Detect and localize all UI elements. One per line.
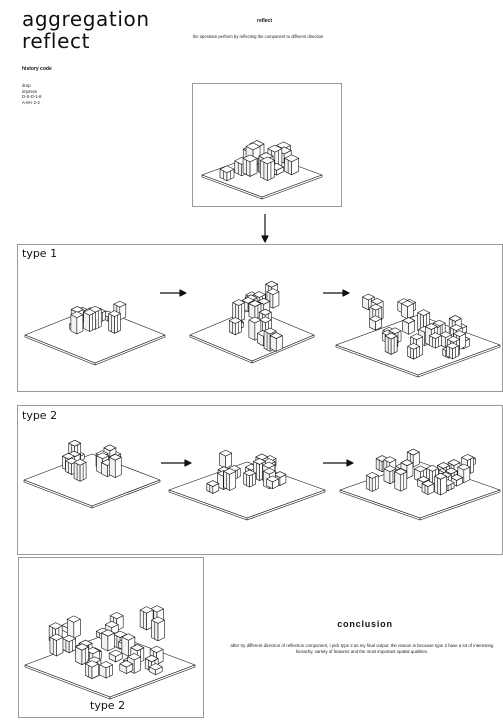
conclusion-text: after try different direction of reflect…	[230, 643, 494, 654]
type-2-step-2	[168, 449, 326, 521]
history-item: drop	[22, 83, 31, 88]
history-item: A-M-i-2-2	[22, 99, 40, 105]
conclusion-heading: conclusion	[337, 619, 393, 629]
arrow-down-icon	[261, 214, 269, 243]
page-title-line-1: aggregation	[22, 7, 150, 31]
final-type-label: type 2	[90, 699, 126, 712]
page-title-line-2: reflect	[22, 29, 91, 53]
type-1-step-3-component-cluster	[362, 293, 470, 360]
type-2-step-1-component-cluster	[62, 439, 122, 482]
type-1-step-1	[24, 300, 166, 366]
type-2-step-1	[23, 439, 161, 509]
type-1-label: type 1	[22, 247, 58, 260]
arrow-right-icon	[323, 289, 350, 297]
arrow-right-icon	[161, 459, 192, 467]
operation-description: the operation perform by reflecting the …	[192, 34, 324, 39]
final-output-drawing-component-cluster	[48, 605, 165, 679]
source-component-drawing	[201, 140, 323, 200]
type-1-step-2-component-cluster	[229, 280, 283, 352]
history-code-list: drop impress D-S-D-1-8 A-M-i-2-2	[22, 83, 42, 105]
type-1-step-2	[189, 280, 315, 364]
arrow-right-icon	[160, 289, 187, 297]
history-code-heading: history code	[22, 66, 52, 72]
type-1-step-3	[335, 293, 501, 378]
final-output-drawing	[24, 605, 196, 700]
history-item: D-S-D-1-8	[22, 94, 42, 100]
source-component-drawing-component-cluster	[219, 140, 299, 182]
type-2-step-3	[339, 448, 501, 521]
type-1-step-1-component-cluster	[69, 300, 127, 335]
arrow-right-icon	[323, 459, 354, 467]
reflect-heading: reflect	[257, 18, 273, 24]
history-item: impress	[22, 88, 38, 94]
type-2-label: type 2	[22, 409, 58, 422]
type-2-step-2-component-cluster	[206, 449, 287, 494]
type-2-step-3-component-cluster	[365, 448, 476, 496]
